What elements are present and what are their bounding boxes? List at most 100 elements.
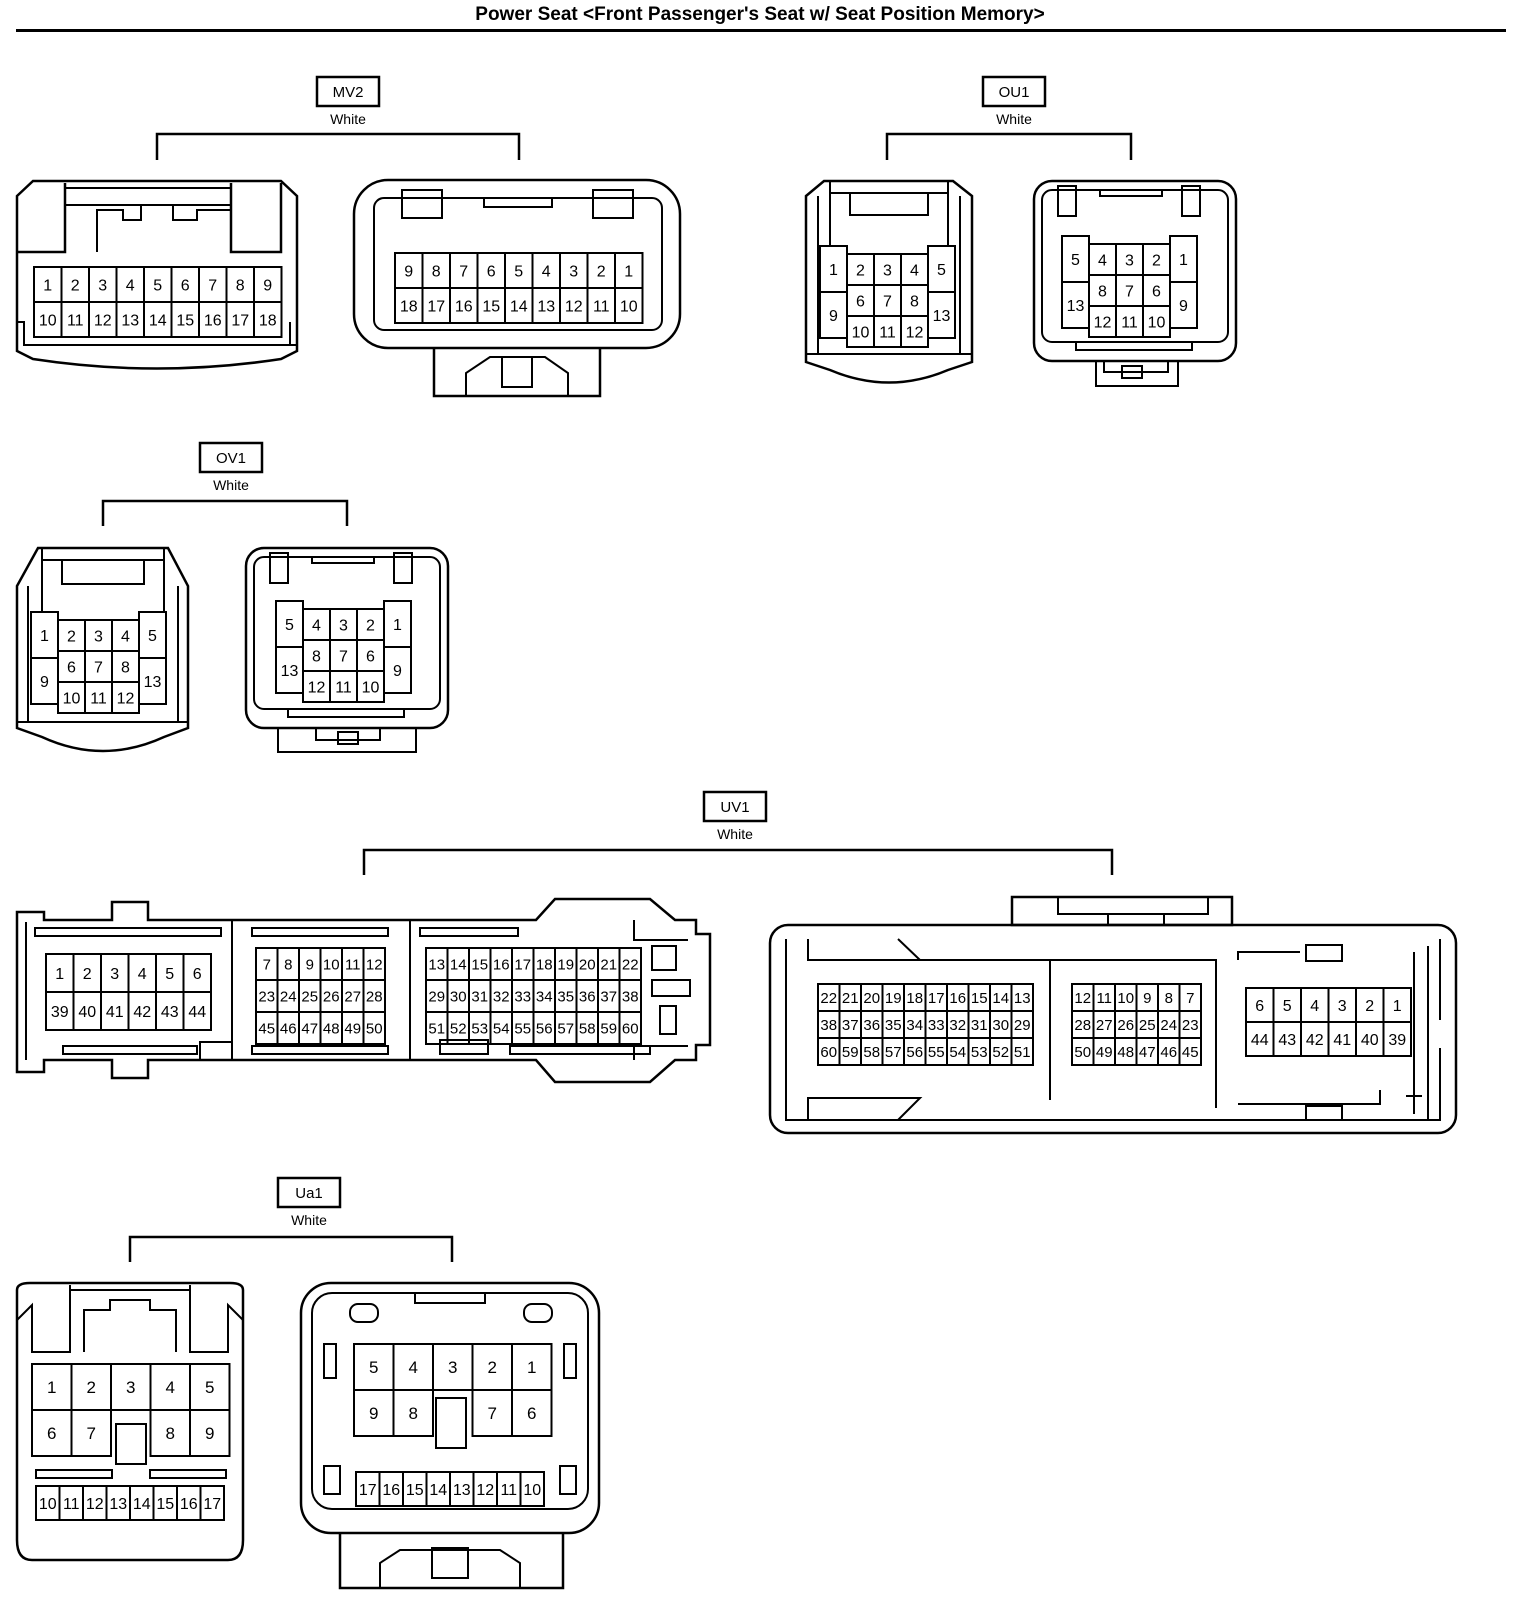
connector-code-box [702,790,768,823]
pin-number: 13 [144,674,162,691]
pin-number: 17 [359,1482,377,1499]
pin-number: 59 [842,1044,859,1061]
pin-blank [435,1397,467,1449]
pin-number: 9 [306,956,314,973]
pin-number: 1 [47,1378,56,1397]
pin-cell [189,1409,231,1457]
pin-cell [70,1409,112,1457]
pin-number: 11 [500,1482,517,1499]
pin-number: 2 [1152,252,1161,269]
pin-number: 26 [323,988,340,1005]
pin-cell [253,301,283,338]
pin-number: 2 [83,966,92,983]
pin-number: 56 [906,1044,923,1061]
pin-number: 25 [1139,1017,1156,1034]
connector-code-box [315,75,381,108]
pin-number: 36 [863,1017,880,1034]
pin-number: 9 [404,263,413,280]
pin-number: 3 [126,1378,135,1397]
pin-number: 35 [557,988,574,1005]
pin-number: 37 [842,1017,859,1034]
pin-number: 6 [856,293,865,310]
pin-number: 58 [579,1020,596,1037]
pin-number: 23 [1182,1017,1199,1034]
pin-number: 12 [1074,990,1091,1007]
pin-number: 2 [856,262,865,279]
pin-number: 3 [339,617,348,634]
pin-number: 7 [883,293,892,310]
pin-number: 4 [312,617,321,634]
pin-number: 12 [565,298,583,315]
pin-number: 10 [39,1496,57,1513]
pin-number: 52 [992,1044,1009,1061]
pin-number: 1 [829,262,838,279]
connector-code-box [276,1176,342,1209]
pin-number: 6 [366,648,375,665]
pin-number: 12 [308,679,326,696]
pin-number: 27 [344,988,361,1005]
pin-number: 14 [510,298,528,315]
pin-number: 34 [906,1017,923,1034]
connector-pair-bracket [885,132,1133,160]
pin-number: 13 [428,956,445,973]
title-rule [16,29,1506,32]
pin-number: 37 [600,988,617,1005]
pin-number: 56 [536,1020,553,1037]
pin-number: 46 [280,1020,297,1037]
pin-number: 3 [1125,252,1134,269]
pin-blank [115,1423,147,1465]
pin-number: 55 [928,1044,945,1061]
pin-number: 8 [166,1424,175,1443]
pin-number: 3 [569,263,578,280]
pin-number: 45 [1182,1044,1199,1061]
pin-number: 13 [1067,298,1085,315]
pin-number: 12 [86,1496,104,1513]
pin-number: 9 [263,277,272,294]
pin-number: 44 [1251,1032,1269,1049]
pin-number: 13 [281,663,299,680]
pin-number: 60 [622,1020,639,1037]
connector-code-box [981,75,1047,108]
pin-number: 44 [188,1004,206,1021]
pin-number: 12 [906,324,924,341]
pin-number: 15 [176,312,194,329]
pin-number: 8 [1165,990,1173,1007]
connector-code: OV1 [216,450,246,467]
pin-number: 1 [527,1358,536,1377]
pin-number: 2 [67,628,76,645]
pin-number: 5 [205,1378,214,1397]
pin-number: 9 [829,308,838,325]
pin-number: 8 [432,263,441,280]
pin-number: 20 [863,990,880,1007]
pin-number: 30 [992,1017,1009,1034]
pin-number: 32 [949,1017,966,1034]
pin-number: 53 [471,1020,488,1037]
pin-number: 13 [109,1496,127,1513]
pin-number: 21 [842,990,859,1007]
pin-number: 42 [1306,1032,1324,1049]
pin-number: 25 [301,988,318,1005]
pin-number: 8 [284,956,292,973]
pin-number: 6 [193,966,202,983]
pin-cell [1382,1021,1412,1057]
pin-number: 15 [971,990,988,1007]
pin-number: 38 [622,988,639,1005]
pin-number: 40 [1361,1032,1379,1049]
pin-number: 9 [393,663,402,680]
pin-number: 16 [180,1496,198,1513]
pin-number: 32 [493,988,510,1005]
pin-number: 9 [40,674,49,691]
pin-number: 7 [1125,283,1134,300]
pin-number: 15 [482,298,500,315]
pin-number: 54 [493,1020,510,1037]
pin-number: 8 [910,293,919,310]
pin-number: 7 [1186,990,1194,1007]
